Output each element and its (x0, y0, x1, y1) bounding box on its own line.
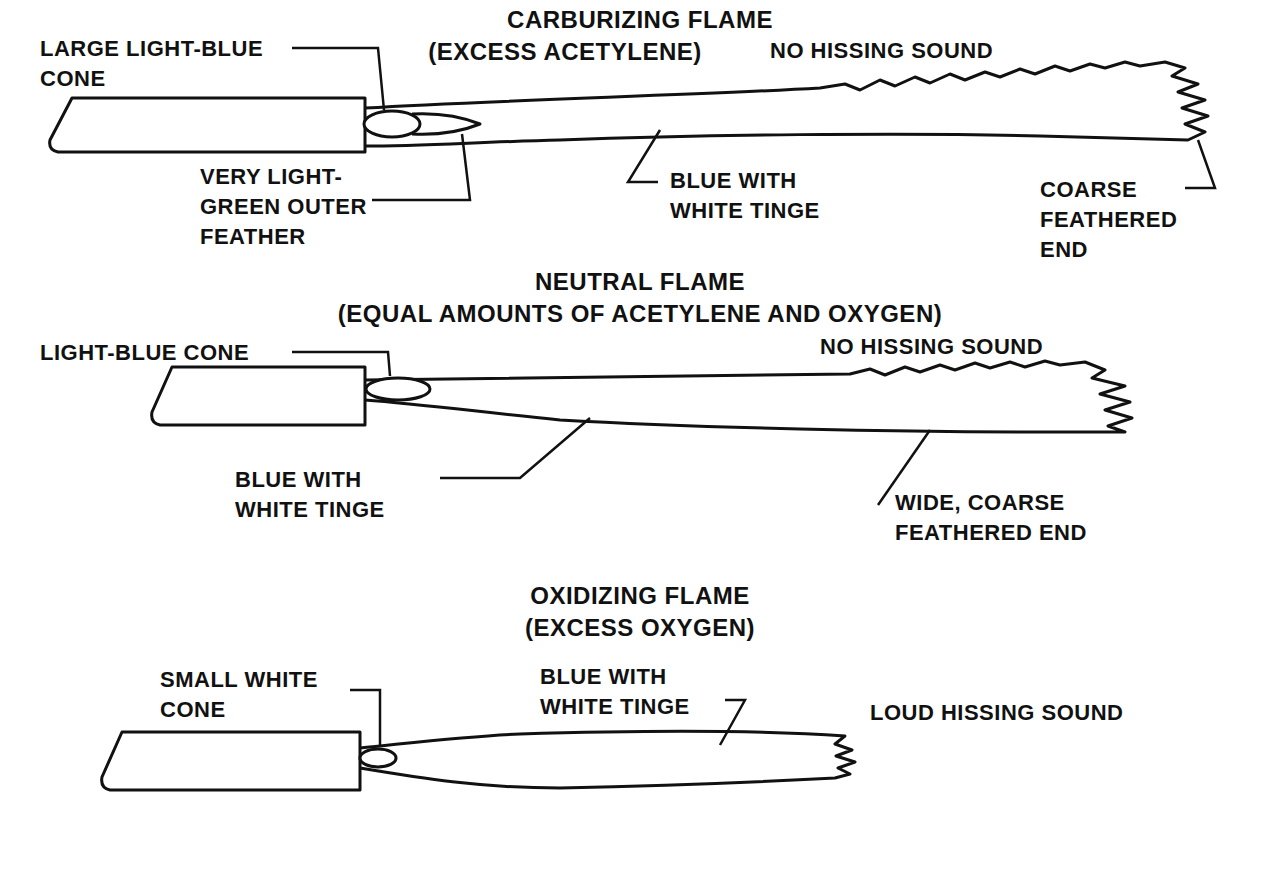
leader-line (372, 134, 470, 200)
inner-cone (364, 111, 420, 137)
part-label: LIGHT-BLUE CONE (40, 338, 249, 368)
torch-tip (152, 367, 365, 425)
flame-subtitle: (EQUAL AMOUNTS OF ACETYLENE AND OXYGEN) (338, 298, 942, 330)
flame-title: NEUTRAL FLAME (535, 266, 745, 298)
flame-outline (365, 62, 1208, 146)
sound-note: LOUD HISSING SOUND (870, 698, 1123, 728)
sound-note: NO HISSING SOUND (770, 36, 993, 66)
leader-line (1185, 140, 1215, 188)
torch-tip (102, 732, 360, 790)
leader-line (292, 48, 384, 110)
part-label: WIDE, COARSE FEATHERED END (895, 488, 1125, 548)
torch-tip (50, 98, 365, 152)
flame-subtitle: (EXCESS ACETYLENE) (428, 36, 701, 68)
part-label: COARSE FEATHERED END (1040, 175, 1210, 265)
part-label: VERY LIGHT-GREEN OUTER FEATHER (200, 162, 390, 252)
leader-line (350, 690, 380, 746)
flame-outline (365, 361, 1132, 432)
leader-line (292, 352, 390, 376)
leader-line (440, 418, 590, 478)
flame-outline (360, 731, 855, 788)
inner-cone (366, 378, 430, 400)
part-label: SMALL WHITE CONE (160, 665, 350, 725)
part-label: BLUE WITH WHITE TINGE (540, 662, 740, 722)
outer-feather (412, 114, 480, 135)
flame-subtitle: (EXCESS OXYGEN) (525, 612, 755, 644)
flame-title: OXIDIZING FLAME (530, 580, 750, 612)
part-label: BLUE WITH WHITE TINGE (670, 166, 870, 226)
flame-title: CARBURIZING FLAME (507, 4, 773, 36)
leader-line (720, 700, 745, 745)
part-label: LARGE LIGHT-BLUE CONE (40, 34, 302, 94)
leader-line (628, 130, 660, 182)
part-label: BLUE WITH WHITE TINGE (235, 465, 435, 525)
sound-note: NO HISSING SOUND (820, 332, 1043, 362)
inner-cone (360, 749, 396, 767)
